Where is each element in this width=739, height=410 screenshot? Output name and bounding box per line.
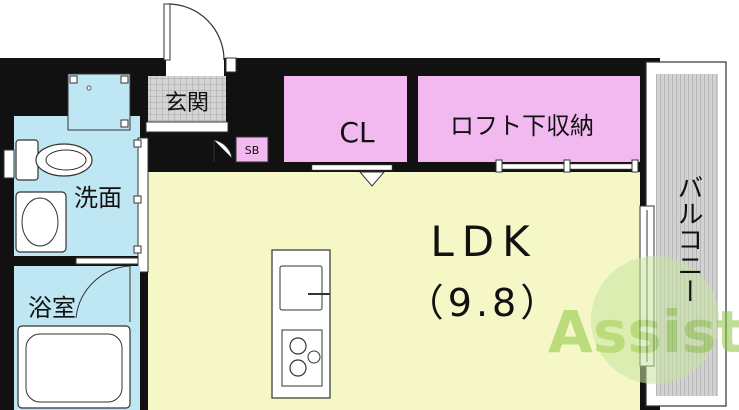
stove-burner-2 bbox=[289, 359, 307, 377]
room-label-ldk-size: （9.8） bbox=[406, 281, 562, 325]
loft-storage-floor bbox=[418, 76, 640, 162]
toilet-paper-holder bbox=[3, 149, 15, 179]
entrance-step bbox=[145, 121, 229, 133]
washbasin-bowl bbox=[21, 197, 59, 247]
ldk-floor bbox=[148, 172, 640, 410]
loft-rail-post-1 bbox=[495, 159, 503, 173]
loft-rail-post-3 bbox=[631, 159, 639, 173]
toilet-tank bbox=[15, 139, 39, 181]
room-label-washroom: 洗面 bbox=[74, 184, 122, 212]
stove-burner-1 bbox=[289, 337, 307, 355]
washroom-alcove bbox=[67, 73, 131, 131]
washroom-divider bbox=[137, 137, 149, 273]
room-label-balcony: バルコニー bbox=[673, 174, 703, 304]
kitchen-sink bbox=[279, 265, 323, 311]
room-label-ldk: LDK bbox=[430, 217, 537, 266]
washroom-post-1 bbox=[133, 139, 142, 148]
bathroom-door-track bbox=[75, 257, 139, 265]
alcove-post-1 bbox=[69, 75, 78, 84]
closet-opening bbox=[311, 164, 393, 171]
watermark-logo: Assist bbox=[548, 256, 739, 384]
room-label-closet: CL bbox=[339, 116, 375, 149]
shoe-box-door bbox=[213, 139, 233, 162]
alcove-post-2 bbox=[120, 75, 129, 84]
entrance-floor bbox=[148, 76, 226, 122]
watermark-text: Assist bbox=[548, 298, 739, 366]
alcove-drain bbox=[86, 85, 92, 91]
bathroom-door-swing bbox=[75, 265, 131, 322]
entrance-door-jamb bbox=[225, 57, 237, 73]
storage-bottom-wall bbox=[228, 162, 640, 172]
room-label-loft-storage: ロフト下収納 bbox=[450, 112, 594, 140]
bathtub-inner bbox=[25, 333, 123, 403]
closet-floor bbox=[284, 76, 407, 162]
washroom-post-3 bbox=[133, 245, 142, 254]
entrance-door-leaf bbox=[163, 3, 171, 61]
entrance-door-icon bbox=[167, 3, 225, 61]
washroom-post-2 bbox=[133, 195, 142, 204]
bathroom-wall-top bbox=[14, 256, 76, 266]
room-label-entrance: 玄関 bbox=[165, 91, 209, 116]
room-label-shoe-box: SB bbox=[245, 144, 260, 157]
loft-rail-post-2 bbox=[563, 159, 571, 173]
toilet-seat bbox=[45, 149, 87, 171]
room-label-bathroom: 浴室 bbox=[28, 294, 76, 322]
entrance-door-gap bbox=[166, 58, 224, 76]
closet-arrow bbox=[358, 171, 386, 187]
alcove-post-3 bbox=[120, 119, 129, 128]
stove-burner-3 bbox=[307, 350, 321, 364]
shoe-box bbox=[235, 136, 269, 163]
